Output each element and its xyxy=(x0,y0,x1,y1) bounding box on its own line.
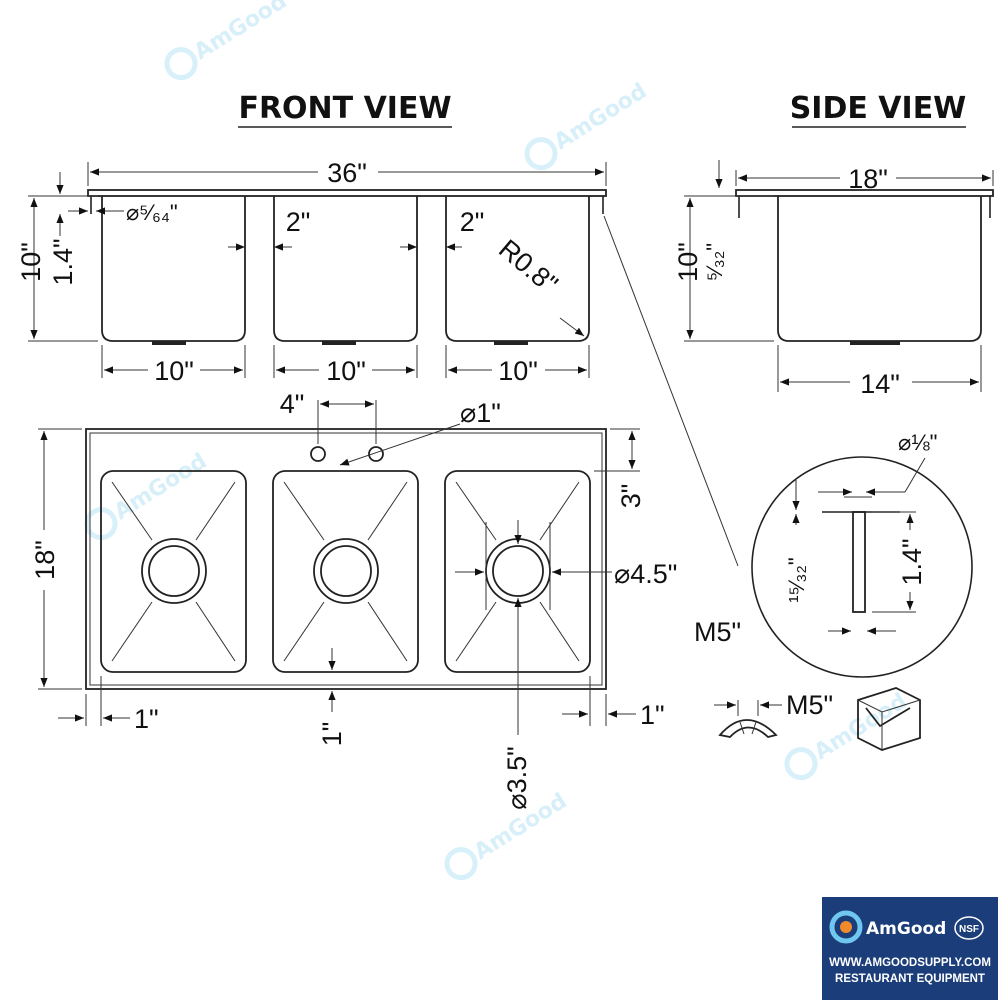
front-rim xyxy=(87,189,607,197)
plan-drain-left-outer xyxy=(141,538,207,604)
dim-pin-offset: ¹⁵⁄₃₂" xyxy=(784,557,809,602)
dim-overall-width: 36" xyxy=(327,158,367,188)
watermark-text: AmGood xyxy=(110,449,211,525)
plan-drain-right-inner xyxy=(492,545,544,597)
plan-bowl-middle xyxy=(272,470,419,673)
dim-edge-right: 1" xyxy=(640,700,665,730)
faucet-hole-left xyxy=(310,446,326,462)
dim-faucet-spacing: 4" xyxy=(280,389,305,419)
plan-drain-right-outer xyxy=(485,538,551,604)
clip-part xyxy=(718,719,778,738)
plan-creases xyxy=(111,481,580,662)
dim-divider-right: 2" xyxy=(460,207,485,237)
dim-side-rim-offset: ⁵⁄₃₂" xyxy=(702,243,727,281)
front-elevation: 36" ⌀⁵⁄₆₄" 10" 1.4" 2" 2" R0.8" 10" xyxy=(16,158,607,386)
nsf-seal xyxy=(954,916,984,940)
plan-drain-left-inner xyxy=(148,545,200,597)
side-elevation: 18" 10" ⁵⁄₃₂" 14" xyxy=(673,160,994,399)
front-drain-right xyxy=(494,341,528,345)
dim-thread: M5" xyxy=(694,617,741,647)
dim-pin-length: 1.4" xyxy=(897,538,927,585)
dim-plan-depth: 18" xyxy=(30,540,60,580)
detail-circle xyxy=(751,456,973,678)
side-drain xyxy=(850,341,900,345)
dim-drain-inner: ⌀3.5" xyxy=(502,746,532,809)
plan-drain-middle-outer xyxy=(313,538,379,604)
plan-outer-rim xyxy=(85,428,607,690)
dim-faucet-hole: ⌀1" xyxy=(460,398,501,428)
plan-view: 4" ⌀1" 3" 18" ⌀4.5" ⌀3.5" 1" xyxy=(30,389,677,810)
detail-leader xyxy=(603,215,739,567)
badge-tagline: RESTAURANT EQUIPMENT xyxy=(835,973,985,985)
dim-edge-front: 1" xyxy=(317,722,347,747)
side-rim xyxy=(735,189,994,197)
dim-back-ledge: 3" xyxy=(616,484,646,509)
dim-side-bottom-width: 14" xyxy=(860,369,900,399)
plan-drain-middle-inner xyxy=(320,545,372,597)
detail-pin xyxy=(852,511,866,613)
dim-bowl-width-middle: 10" xyxy=(326,356,366,386)
front-drain-left xyxy=(152,341,186,345)
badge-url: WWW.AMGOODSUPPLY.COM xyxy=(829,957,991,969)
dim-bowl-width-right: 10" xyxy=(498,356,538,386)
dim-rim-pin-diameter: ⌀⁵⁄₆₄" xyxy=(126,200,178,225)
dim-corner-radius: R0.8" xyxy=(493,234,563,300)
badge-brand-name: AmGood xyxy=(866,919,946,939)
brand-badge: AmGood NSF WWW.AMGOODSUPPLY.COM RESTAURA… xyxy=(822,897,998,1000)
side-bowl xyxy=(777,196,982,342)
watermark-text: AmGood xyxy=(550,79,651,155)
watermark-text: AmGood xyxy=(190,0,291,65)
front-view-title: FRONT VIEW xyxy=(238,91,451,126)
pin-detail: ⌀⅛" 1.4" ¹⁵⁄₃₂" M5" xyxy=(603,215,973,678)
nsf-seal-text: NSF xyxy=(959,924,979,935)
dim-edge-left: 1" xyxy=(134,704,159,734)
badge-logo xyxy=(829,910,863,944)
clip-detail: M5" xyxy=(714,687,921,751)
dim-clip-thread: M5" xyxy=(786,690,833,720)
dim-divider-left: 2" xyxy=(286,207,311,237)
dim-drain-outer: ⌀4.5" xyxy=(614,559,677,589)
faucet-hole-right xyxy=(368,446,384,462)
plan-bowl-left xyxy=(100,470,247,673)
dim-front-depth: 10" xyxy=(16,242,46,282)
watermark-layer: AmGood AmGood AmGood AmGood AmGood xyxy=(84,0,911,881)
dim-pin-diameter: ⌀⅛" xyxy=(898,430,937,455)
side-view-title: SIDE VIEW xyxy=(790,91,967,126)
dim-side-top-width: 18" xyxy=(848,164,888,194)
dim-front-rim-offset: 1.4" xyxy=(48,238,78,285)
bracket-part xyxy=(857,687,921,751)
dim-bowl-width-left: 10" xyxy=(154,356,194,386)
dim-side-depth: 10" xyxy=(673,242,703,282)
front-drain-middle xyxy=(322,341,356,345)
